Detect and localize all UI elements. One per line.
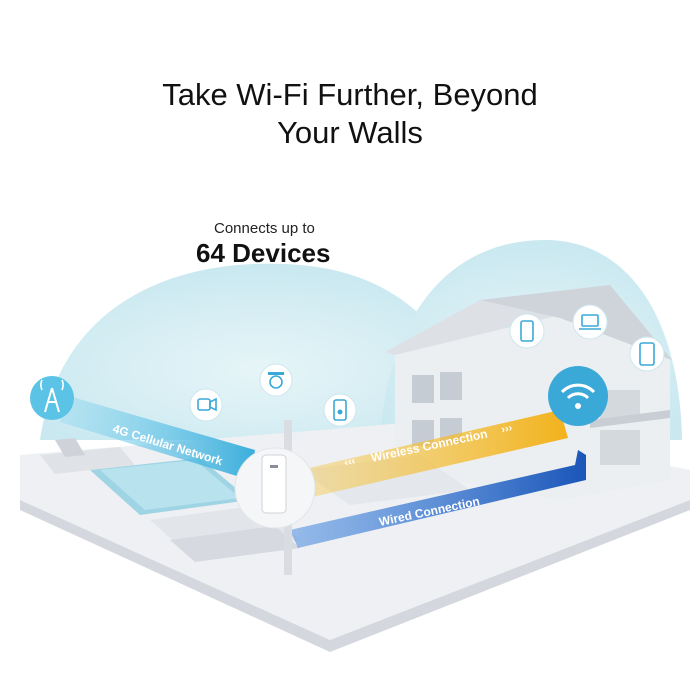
tablet-icon xyxy=(629,336,665,372)
cell-tower-icon xyxy=(30,376,74,420)
wired-band xyxy=(290,450,586,548)
security-camera-icon xyxy=(259,363,293,397)
device-intro: Connects up to xyxy=(214,220,315,237)
cellular-band xyxy=(60,395,255,480)
wireless-arrows-right: ››› xyxy=(500,422,514,436)
laptop-icon xyxy=(572,304,608,340)
wifi-icon xyxy=(548,366,608,426)
device-count: 64 Devices xyxy=(196,238,331,268)
doorbell-icon xyxy=(323,393,357,427)
wireless-band xyxy=(300,410,568,498)
access-point xyxy=(261,454,287,514)
headline-line-1: Take Wi-Fi Further, Beyond xyxy=(162,77,538,112)
smartphone-icon xyxy=(509,313,545,349)
headline-line-2: Your Walls xyxy=(277,115,423,150)
wireless-arrows-left: ‹‹‹ xyxy=(343,455,357,469)
camera-icon xyxy=(189,388,223,422)
headline: Take Wi-Fi Further, Beyond Your Walls xyxy=(0,76,700,152)
coverage-dome-left xyxy=(40,263,480,440)
